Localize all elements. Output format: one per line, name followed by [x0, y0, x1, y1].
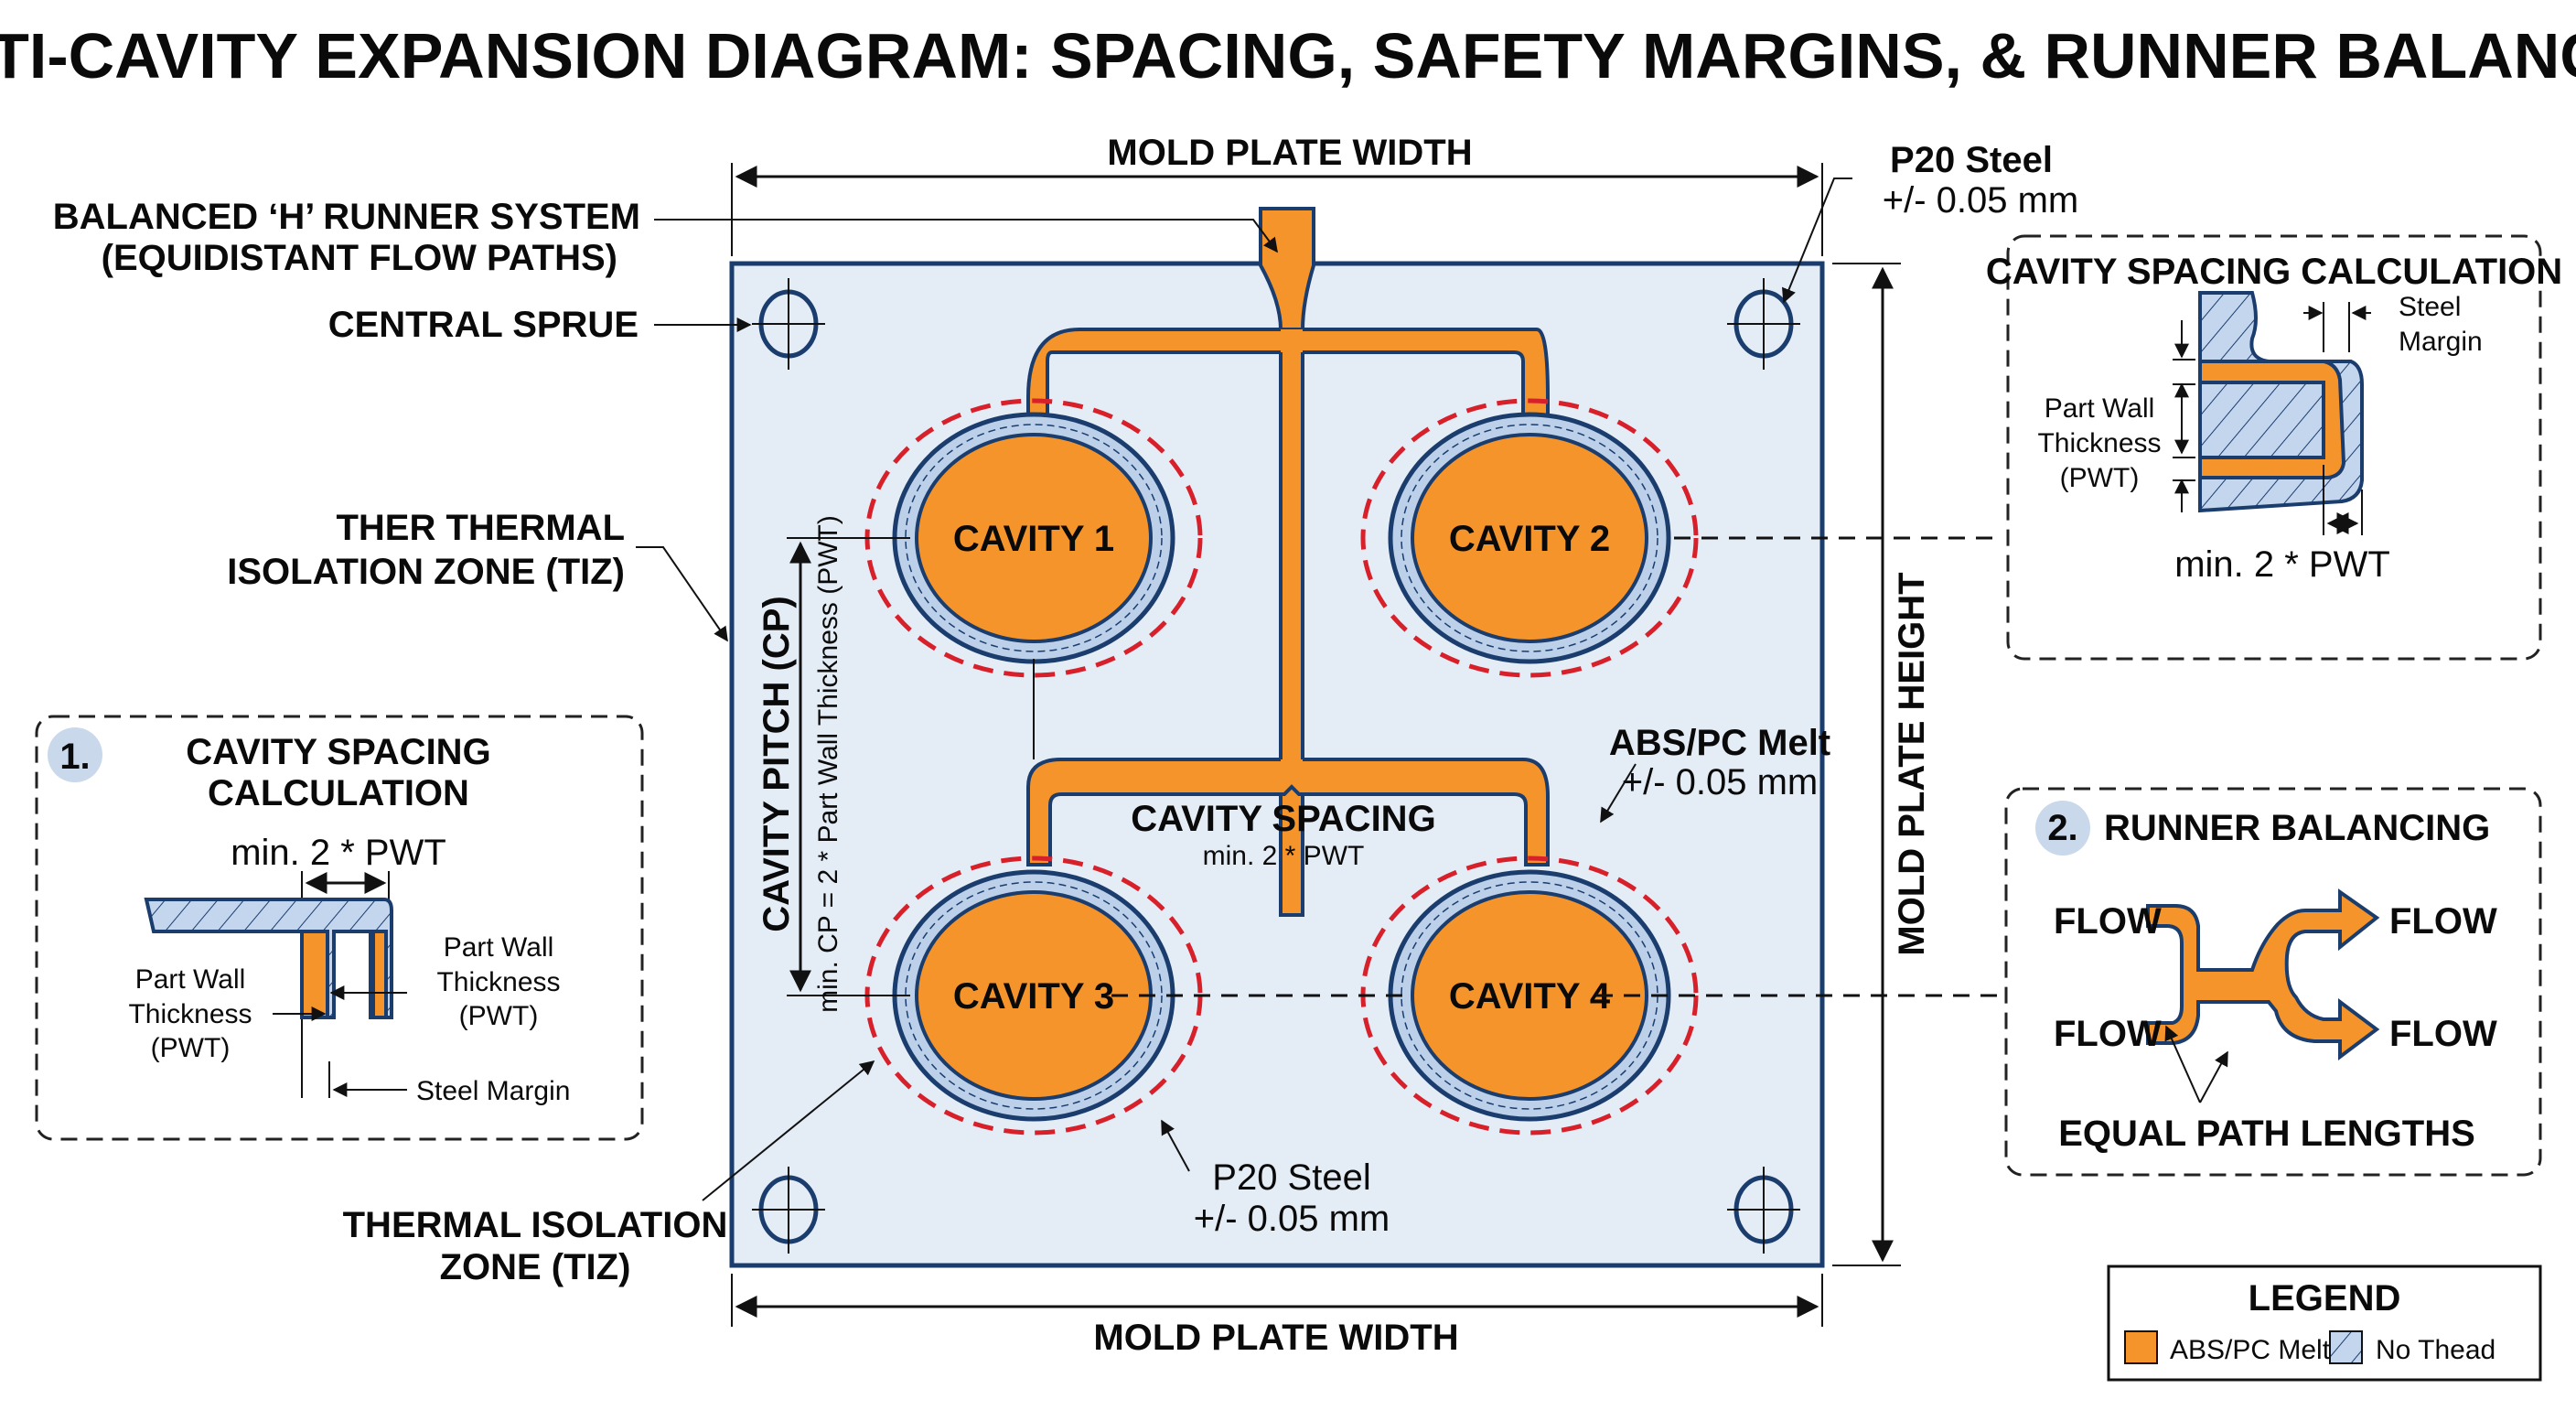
legend-swatch-melt — [2124, 1330, 2158, 1364]
legend-item-steel: No Thead — [2376, 1335, 2496, 1365]
tiz-callout-top-line1: THER THERMAL — [336, 508, 625, 548]
panel2-badge-number: 2. — [2047, 808, 2077, 848]
panel2-badge — [2035, 801, 2090, 856]
cavity-pitch-label: CAVITY PITCH (CP) — [757, 596, 797, 931]
panel-runner-balancing: 2. RUNNER BALANCING FLOW FLOW FLOW FLOW … — [2004, 787, 2542, 1177]
steel-margin-line — [905, 881, 1163, 1110]
panel1-pwt-left-3: (PWT) — [151, 1033, 231, 1063]
cavities-group: CAVITY 1 CAVITY 2 CAVITY 3 CAVITY 4 — [864, 398, 1699, 1136]
cavity-melt — [1411, 890, 1648, 1101]
panel-cavity-spacing-right: CAVITY SPACING CALCULATION Part Wall Thi… — [1986, 234, 2562, 661]
steel-margin-line — [905, 424, 1163, 652]
panel-right-pwt-1: Part Wall — [2045, 393, 2155, 424]
panel1-pwt-left-2: Thickness — [128, 999, 252, 1029]
cavity-4: CAVITY 4 — [1360, 856, 1699, 1136]
width-dimension-bottom: MOLD PLATE WIDTH — [731, 1274, 1823, 1358]
cavity-spacing-label: CAVITY SPACING — [1131, 799, 1435, 839]
steel-top-leader — [1782, 178, 1852, 304]
panel1-pwt-right-1: Part Wall — [444, 932, 554, 963]
panel-right-steel-margin-1: Steel — [2399, 292, 2461, 322]
panel1-title-line1: CAVITY SPACING — [186, 732, 490, 772]
legend-item-melt: ABS/PC Melt — [2170, 1335, 2331, 1365]
panel1-pwt-right-2: Thickness — [436, 967, 560, 997]
lower-runner — [1026, 758, 1550, 866]
panel-right-min-label: min. 2 * PWT — [2174, 544, 2390, 585]
tiz-callout-bottom-line2: ZONE (TIZ) — [440, 1247, 631, 1287]
melt-leader — [1600, 763, 1637, 823]
cavity-melt — [1411, 433, 1648, 643]
panel-right-steel-margin-2: Margin — [2399, 327, 2483, 357]
runner-callout-line2: (EQUIDISTANT FLOW PATHS) — [102, 238, 617, 278]
steel-callout-bottom-line1: P20 Steel — [1212, 1157, 1370, 1198]
panel-right-pwt-2: Thickness — [2037, 428, 2161, 458]
melt-callout-line1: ABS/PC Melt — [1609, 723, 1830, 763]
width-label-bottom: MOLD PLATE WIDTH — [1093, 1318, 1458, 1358]
panel1-steel-margin: Steel Margin — [416, 1076, 570, 1106]
guide-pin-hole-bl — [752, 1167, 825, 1254]
melt-callout-line2: +/- 0.05 mm — [1622, 762, 1819, 802]
cavity-label: CAVITY 2 — [1449, 519, 1610, 559]
cavity-pitch-dimension: CAVITY PITCH (CP) min. CP = 2 * Part Wal… — [757, 515, 910, 1013]
legend-title: LEGEND — [2249, 1278, 2401, 1319]
guide-pin-hole-tr — [1727, 278, 1800, 370]
runner-callout-line1: BALANCED ‘H’ RUNNER SYSTEM — [53, 197, 640, 237]
cavity-pitch-formula: min. CP = 2 * Part Wall Thickness (PWT) — [813, 515, 843, 1013]
width-dimension-top: MOLD PLATE WIDTH — [731, 133, 1823, 256]
balancing-flow-shape — [2146, 888, 2380, 1060]
thermal-isolation-zone — [1360, 398, 1699, 678]
panel1-badge — [48, 727, 102, 782]
tiz-callout-bottom-line1: THERMAL ISOLATION — [343, 1205, 728, 1245]
cavity-1: CAVITY 1 — [864, 398, 1203, 678]
cavity-label: CAVITY 1 — [953, 519, 1114, 559]
legend: LEGEND ABS/PC Melt No Thead — [2107, 1265, 2542, 1382]
diagram-title: MULTI-CAVITY EXPANSION DIAGRAM: SPACING,… — [0, 20, 2576, 91]
steel-bottom-leader — [1161, 1119, 1190, 1172]
h-runner-system — [1026, 207, 1550, 917]
panel1-melt-right — [371, 930, 388, 1019]
panel1-pwt-left-1: Part Wall — [135, 964, 246, 995]
panel-right-pwt-3: (PWT) — [2060, 463, 2140, 493]
steel-callout-bottom-line2: +/- 0.05 mm — [1194, 1199, 1390, 1239]
panel2-title: RUNNER BALANCING — [2104, 808, 2490, 848]
panel1-title-line2: CALCULATION — [208, 773, 469, 813]
cavity-spacing-sub: min. 2 * PWT — [1203, 841, 1365, 871]
steel-callout-top-line2: +/- 0.05 mm — [1883, 180, 2079, 221]
cavity-2: CAVITY 2 — [1360, 398, 1699, 678]
tiz-callout-top-line2: ISOLATION ZONE (TIZ) — [227, 552, 625, 592]
width-label-top: MOLD PLATE WIDTH — [1107, 133, 1472, 173]
cavity-label: CAVITY 4 — [1449, 976, 1611, 1017]
cavity-label: CAVITY 3 — [953, 976, 1114, 1017]
panel-right-melt-section — [2198, 360, 2346, 479]
legend-swatch-steel — [2329, 1330, 2363, 1364]
panel-cavity-spacing-left: 1. CAVITY SPACING CALCULATION min. 2 * P… — [35, 715, 644, 1141]
steel-callout-top-line1: P20 Steel — [1890, 140, 2053, 180]
tiz-bottom-leader — [702, 1060, 875, 1201]
guide-pin-hole-tl — [752, 278, 825, 370]
panel1-badge-number: 1. — [59, 737, 90, 777]
panel2-equal-path-lengths: EQUAL PATH LENGTHS — [2058, 1114, 2475, 1154]
panel2-flow-bottom-left: FLOW — [2054, 1014, 2162, 1054]
height-dimension: MOLD PLATE HEIGHT — [1832, 263, 1932, 1266]
cavity-melt — [915, 433, 1153, 643]
runner-leader — [654, 219, 1278, 253]
panel-right-title: CAVITY SPACING CALCULATION — [1986, 252, 2562, 292]
steel-margin-line — [1401, 424, 1658, 652]
guide-pin-hole-br — [1727, 1167, 1800, 1254]
sprue-callout: CENTRAL SPRUE — [328, 305, 639, 345]
panel1-melt-left — [300, 930, 329, 1019]
panel1-min-label: min. 2 * PWT — [231, 833, 446, 873]
panel2-flow-top-right: FLOW — [2389, 901, 2497, 942]
height-label: MOLD PLATE HEIGHT — [1892, 572, 1932, 955]
tiz-top-leader — [636, 546, 728, 642]
panel2-flow-top-left: FLOW — [2054, 901, 2162, 942]
panel2-flow-bottom-right: FLOW — [2389, 1014, 2497, 1054]
panel1-pwt-right-3: (PWT) — [459, 1001, 539, 1031]
